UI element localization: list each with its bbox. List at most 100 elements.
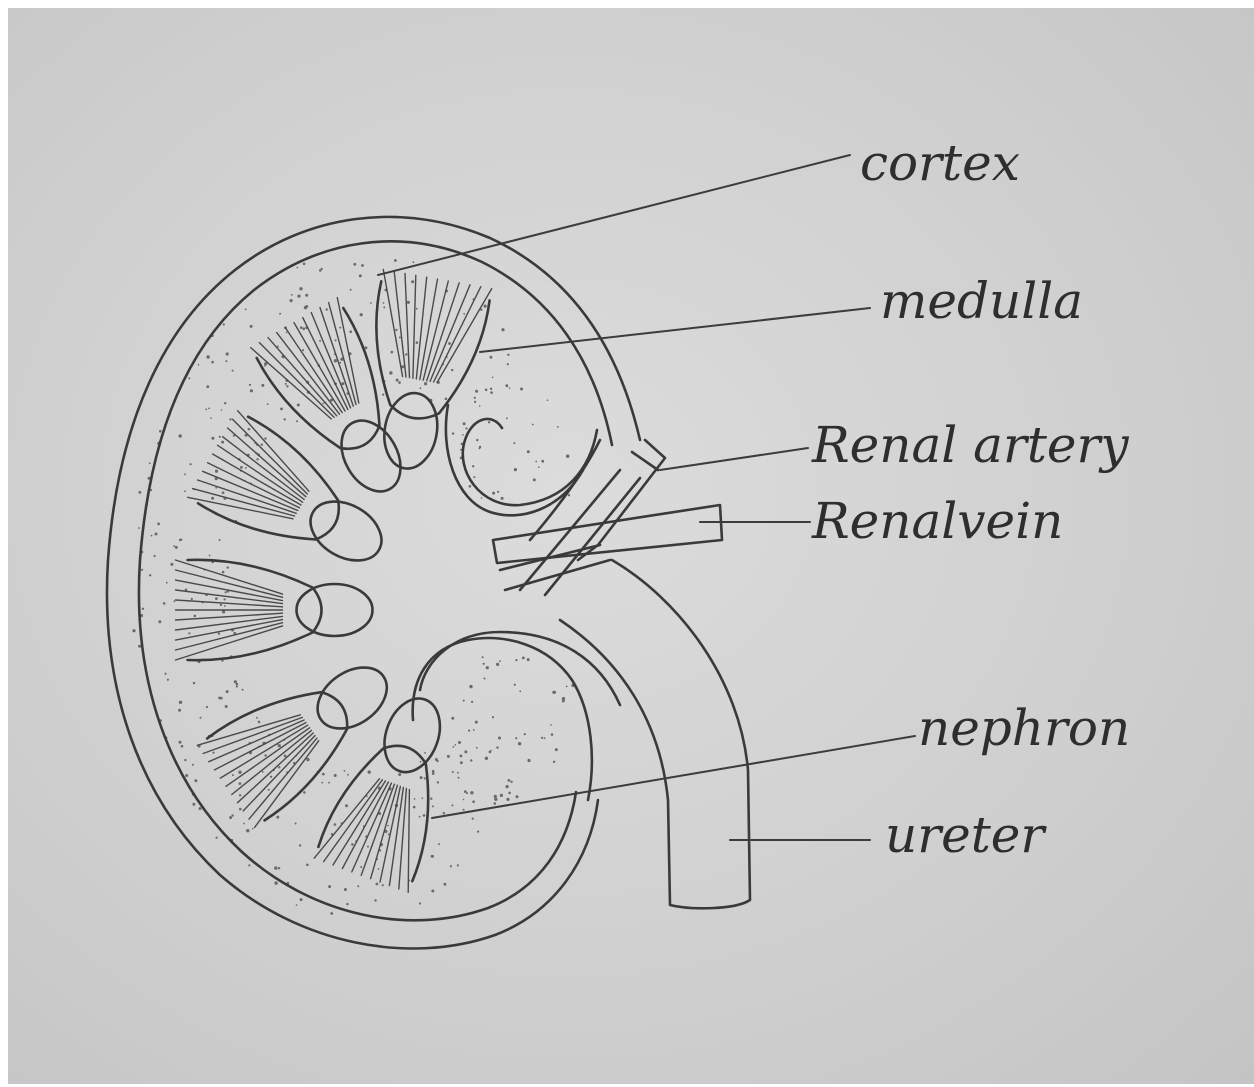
stipple-dot [284, 755, 287, 758]
stipple-dot [510, 781, 512, 783]
stipple-dot [430, 798, 432, 800]
stipple-dot [481, 497, 483, 499]
stipple-dot [351, 843, 354, 846]
stipple-dot [157, 523, 160, 526]
stipple-dot [216, 837, 218, 839]
stipple-dot [290, 299, 293, 302]
stipple-dot [335, 339, 337, 341]
stipple-dot [382, 884, 384, 886]
stipple-dot [198, 364, 200, 366]
stipple-dot [486, 666, 489, 669]
stipple-dot [557, 426, 559, 428]
stipple-dot [514, 684, 516, 686]
stipple-dot [485, 389, 488, 392]
stipple-dot [479, 446, 481, 448]
stipple-dot [472, 465, 474, 467]
stipple-dot [568, 494, 570, 496]
stipple-dot [322, 403, 324, 405]
stipple-dot [474, 397, 476, 399]
stipple-dot [163, 602, 166, 605]
stipple-dot [457, 864, 459, 866]
stipple-dot [239, 794, 241, 796]
stipple-dot [431, 855, 434, 858]
stipple-dot [270, 776, 272, 778]
stipple-dot [501, 328, 504, 331]
stipple-dot [566, 455, 569, 458]
stipple-dot [296, 420, 298, 422]
stipple-dot [304, 306, 307, 309]
stipple-dot [225, 591, 227, 593]
stipple-dot [138, 645, 141, 648]
stipple-dot [242, 689, 244, 691]
stipple-dot [236, 686, 238, 688]
stipple-dot [286, 385, 288, 387]
stipple-dot [383, 302, 385, 304]
medullary-pyramids [176, 270, 492, 893]
stipple-dot [155, 533, 158, 536]
stipple-dot [507, 354, 509, 356]
stipple-dot [374, 899, 376, 901]
pyramid-striation [320, 308, 353, 407]
stipple-dot [296, 904, 298, 906]
stipple-dot [395, 329, 397, 331]
stipple-dot [346, 903, 348, 905]
stipple-dot [463, 809, 465, 811]
stipple-dot [166, 582, 168, 584]
stipple-dot [184, 473, 186, 475]
stipple-dot [465, 427, 467, 429]
stipple-dot [339, 327, 341, 329]
stipple-dot [220, 604, 222, 606]
stipple-dot [142, 608, 144, 610]
stipple-dot [462, 434, 464, 436]
pyramid-striation [416, 277, 426, 379]
stipple-dot [544, 737, 546, 739]
stipple-dot [500, 794, 503, 797]
stipple-dot [460, 755, 463, 758]
stipple-dot [488, 421, 490, 423]
stipple-dot [370, 302, 372, 304]
stipple-dot [448, 342, 451, 345]
stipple-dot [497, 491, 499, 493]
label-nephron: nephron [918, 699, 1130, 757]
stipple-dot [212, 752, 214, 754]
stipple-dot [516, 795, 519, 798]
stipple-dot [432, 770, 435, 773]
stipple-dot [367, 846, 369, 848]
stipple-dot [250, 389, 253, 392]
stipple-dot [229, 816, 232, 819]
stipple-dot [278, 867, 280, 869]
stipple-dot [499, 660, 501, 662]
stipple-dot [236, 683, 239, 686]
stipple-dot [179, 701, 182, 704]
stipple-dot [139, 491, 142, 494]
stipple-dot [224, 402, 226, 404]
pyramid-striation [361, 784, 394, 875]
stipple-dot [159, 430, 162, 433]
stipple-dot [199, 807, 202, 810]
pyramid-striation [203, 717, 302, 753]
stipple-dot [252, 828, 254, 830]
stipple-dot [174, 600, 176, 602]
stipple-dot [432, 805, 434, 807]
stipple-dot [396, 379, 399, 382]
stipple-dot [295, 823, 297, 825]
stipple-dot [550, 724, 552, 726]
stipple-dot [405, 353, 407, 355]
stipple-dot [420, 776, 423, 779]
stipple-dot [541, 460, 544, 463]
stipple-dot [447, 755, 450, 758]
stipple-dot [473, 476, 475, 478]
stipple-dot [149, 574, 151, 576]
stipple-dot [463, 799, 465, 801]
stipple-dot [469, 485, 472, 488]
stipple-dot [250, 325, 253, 328]
stipple-dot [458, 741, 461, 744]
stipple-dot [388, 834, 390, 836]
stipple-dot [268, 789, 270, 791]
stipple-dot [394, 259, 397, 262]
stipple-dot [513, 442, 515, 444]
pyramid-striation [197, 715, 300, 746]
stipple-dot [365, 346, 368, 349]
stipple-dot [361, 264, 364, 267]
stipple-dot [413, 261, 415, 263]
